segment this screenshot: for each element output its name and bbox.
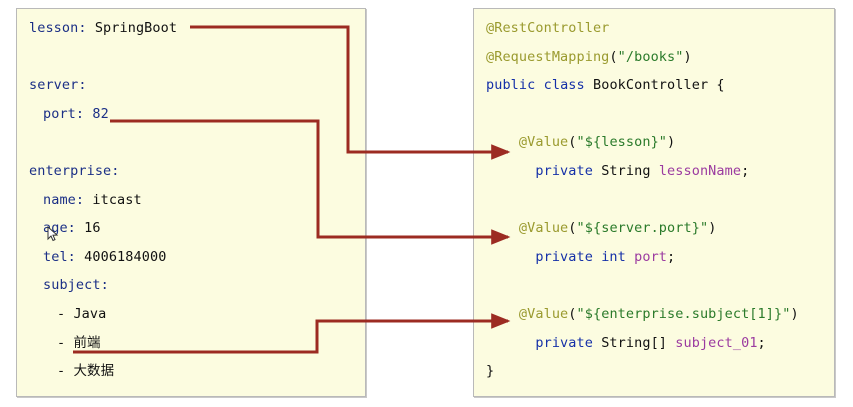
java-line: @Value("${enterprise.subject[1]}") xyxy=(486,306,799,322)
java-punctuation: ( xyxy=(568,306,577,322)
java-punctuation xyxy=(651,163,659,179)
java-type: String xyxy=(601,163,651,179)
yaml-key: enterprise: xyxy=(29,163,120,179)
java-line: } xyxy=(486,363,494,379)
java-line: @Value("${server.port}") xyxy=(486,220,716,236)
yaml-list-item: - 前端 xyxy=(57,334,101,351)
java-punctuation: ( xyxy=(568,220,577,237)
java-line: @RestController xyxy=(486,20,609,36)
java-keyword: class xyxy=(543,77,585,94)
java-punctuation xyxy=(486,163,535,179)
java-annotation: @RestController xyxy=(486,20,610,36)
java-keyword: private xyxy=(535,163,593,179)
java-punctuation: } xyxy=(486,363,495,380)
java-field-name: subject_01 xyxy=(675,334,758,351)
yaml-value: 82 xyxy=(84,105,109,122)
yaml-line: subject: xyxy=(43,277,109,293)
java-punctuation: ; xyxy=(667,248,676,265)
yaml-list-item: - 大数据 xyxy=(57,363,115,380)
java-line: @RequestMapping("/books") xyxy=(486,49,692,65)
yaml-value: SpringBoot xyxy=(86,20,178,36)
java-punctuation xyxy=(486,134,519,150)
java-annotation: @Value xyxy=(518,306,569,322)
java-string: "${server.port}" xyxy=(576,220,709,237)
yaml-value: 4006184000 xyxy=(75,248,167,265)
java-punctuation: { xyxy=(708,77,725,94)
java-string: "${lesson}" xyxy=(576,134,668,151)
yaml-value: itcast xyxy=(84,191,142,208)
java-punctuation: ; xyxy=(757,334,766,351)
java-annotation: @Value xyxy=(518,220,569,237)
yaml-config-panel: lesson: SpringBoot server: port: 82 enterpr… xyxy=(16,8,366,397)
java-keyword: public xyxy=(486,77,536,94)
yaml-line: server: xyxy=(29,77,87,93)
yaml-value: 16 xyxy=(75,220,101,237)
java-line: private int port; xyxy=(486,249,675,265)
yaml-line: lesson: SpringBoot xyxy=(29,20,177,36)
java-keyword: int xyxy=(601,248,626,265)
java-line: public class BookController { xyxy=(486,77,725,93)
yaml-key: lesson: xyxy=(29,20,87,36)
java-punctuation: ) xyxy=(708,220,717,237)
yaml-key: subject: xyxy=(43,277,109,294)
java-keyword: private xyxy=(535,334,593,351)
yaml-list-item: - Java xyxy=(57,306,107,322)
java-punctuation xyxy=(486,249,535,265)
yaml-line: name: itcast xyxy=(43,192,142,208)
yaml-line: port: 82 xyxy=(43,106,109,122)
java-string: "${enterprise.subject[1]}" xyxy=(576,306,791,322)
java-type: String[] xyxy=(601,334,668,351)
java-punctuation: ) xyxy=(790,306,799,322)
yaml-line: - 大数据 xyxy=(57,363,114,379)
java-line: private String lessonName; xyxy=(486,163,749,179)
java-keyword: private xyxy=(535,248,593,265)
java-annotation: @RequestMapping xyxy=(486,48,610,65)
yaml-key: port: xyxy=(43,105,85,122)
java-annotation: @Value xyxy=(518,134,569,151)
yaml-key: name: xyxy=(43,191,85,208)
java-punctuation xyxy=(486,335,535,351)
mouse-pointer-icon xyxy=(47,226,59,242)
java-code-panel: @RestController@RequestMapping("/books")… xyxy=(473,8,835,397)
java-string: "/books" xyxy=(617,48,684,65)
java-punctuation xyxy=(585,77,593,93)
java-punctuation: ( xyxy=(609,48,618,65)
yaml-line: - Java xyxy=(57,306,106,322)
java-punctuation xyxy=(593,335,601,351)
java-field-name: port xyxy=(634,248,668,265)
java-type: BookController xyxy=(592,77,709,94)
java-punctuation xyxy=(486,306,519,322)
java-line: @Value("${lesson}") xyxy=(486,134,675,150)
yaml-key: tel: xyxy=(43,248,76,265)
java-punctuation xyxy=(593,163,601,179)
java-punctuation: ) xyxy=(683,48,692,65)
java-punctuation: ; xyxy=(741,163,750,179)
java-field-name: lessonName xyxy=(658,163,742,179)
yaml-key: server: xyxy=(29,77,87,94)
java-punctuation xyxy=(626,249,634,265)
java-punctuation xyxy=(486,220,519,236)
java-line: private String[] subject_01; xyxy=(486,335,766,351)
java-punctuation xyxy=(535,77,543,93)
java-punctuation: ( xyxy=(568,134,577,151)
yaml-line: enterprise: xyxy=(29,163,120,179)
yaml-line: tel: 4006184000 xyxy=(43,249,166,265)
yaml-line: - 前端 xyxy=(57,335,101,351)
java-punctuation xyxy=(593,249,601,265)
java-punctuation: ) xyxy=(667,134,676,151)
